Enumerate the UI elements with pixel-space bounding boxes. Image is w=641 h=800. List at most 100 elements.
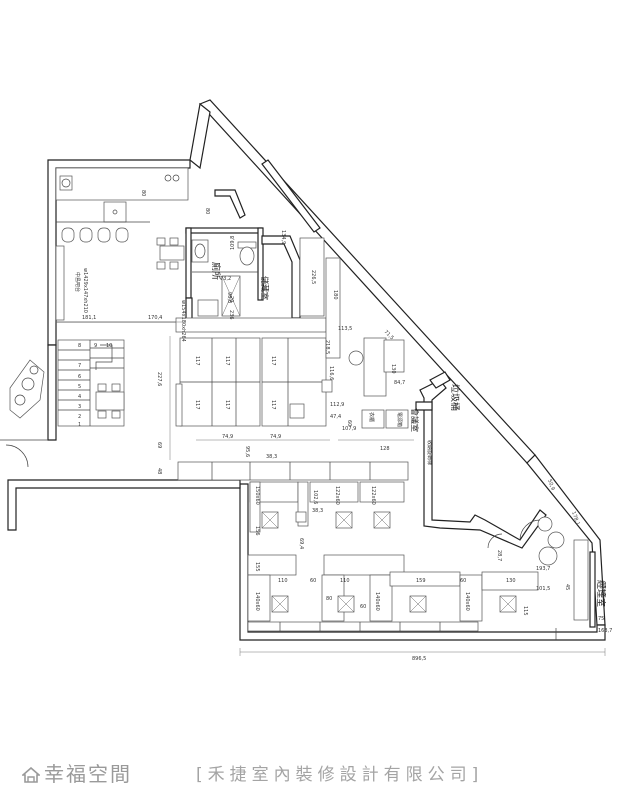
dim: 117	[270, 400, 276, 410]
dim: 47,4	[330, 414, 341, 420]
stair-num: 10	[106, 343, 112, 349]
desk	[481, 571, 539, 591]
chair-x	[373, 511, 391, 529]
wall-south	[239, 483, 606, 641]
dim: 38,3	[266, 454, 277, 460]
storage-area	[197, 237, 325, 317]
corridor-wall	[214, 189, 246, 219]
dim: 80	[140, 190, 146, 196]
dim: 170,4	[148, 315, 162, 321]
dim: 69,4	[298, 538, 304, 549]
dim: 115	[522, 606, 528, 616]
dim: 140x60	[464, 592, 470, 611]
door-swing	[487, 533, 503, 549]
chair	[321, 379, 333, 393]
cabinet-x	[221, 275, 241, 317]
desk	[309, 481, 359, 503]
plant	[547, 531, 565, 549]
chair	[156, 237, 166, 246]
dim: 134,9	[280, 230, 286, 244]
designer-credit: [禾捷室內裝修設計有限公司]	[196, 765, 484, 785]
label-cabinet-right: 衣櫃	[368, 412, 375, 422]
dining-table	[159, 245, 185, 261]
dim: 69	[156, 442, 162, 448]
stair-num: 2	[78, 414, 81, 420]
plant	[29, 365, 39, 375]
trash-wall	[429, 371, 451, 389]
desk	[359, 481, 405, 503]
stair-num: 4	[78, 394, 81, 400]
bottom-cabinet	[247, 621, 479, 632]
side-shelf	[175, 383, 183, 427]
label-bar-counter: 中島吧台	[74, 272, 81, 292]
manager-room	[487, 516, 589, 640]
door-swing	[519, 519, 541, 541]
desk	[363, 337, 387, 397]
plant	[14, 394, 26, 406]
dim: 159	[416, 578, 426, 584]
chair	[111, 383, 121, 392]
staircase: 8 9 10 7 6 5 4 3 2 1	[57, 339, 125, 428]
stool	[79, 227, 93, 243]
desk	[247, 554, 297, 576]
entry-door-swing	[5, 444, 29, 468]
dim: 112,9	[330, 402, 344, 408]
dim: 130	[390, 364, 396, 374]
dim: 178,1	[570, 511, 581, 527]
house-icon	[22, 767, 40, 783]
plant	[21, 377, 35, 391]
dim: 117	[194, 356, 200, 366]
dim: 60	[310, 578, 316, 584]
dim: 95,6	[244, 446, 250, 457]
file-cabinet	[385, 409, 409, 429]
chair	[111, 410, 121, 419]
dim: 155	[254, 562, 260, 572]
dim: 60	[346, 420, 352, 426]
desk-return	[247, 574, 271, 622]
dim: 102,6	[312, 490, 318, 504]
room-label-trash: 垃圾桶	[449, 384, 461, 411]
dim-overall-text: 896,5	[412, 656, 426, 662]
chair	[156, 261, 166, 270]
cabinet-strip	[175, 317, 327, 333]
dim: 84,7	[394, 380, 405, 386]
stove-burner	[61, 178, 71, 188]
dim: 150x60	[254, 486, 260, 505]
corridor-wall-2	[261, 159, 321, 233]
chair	[295, 511, 307, 523]
partition	[297, 481, 309, 527]
round-chair	[348, 350, 364, 366]
dim: 117	[194, 400, 200, 410]
dim: 45	[564, 584, 570, 590]
chair-x	[261, 511, 279, 529]
long-counter	[177, 461, 409, 481]
dimension-lines	[56, 321, 606, 656]
dim: 163,7	[598, 628, 612, 634]
dim: 193,7	[536, 566, 550, 572]
dim: 128	[380, 446, 390, 452]
manager-cabinet	[573, 539, 589, 621]
stair-num: 1	[78, 422, 81, 428]
lounge-table	[95, 391, 125, 411]
plant	[538, 546, 558, 566]
room-label-conference: 會議室	[410, 408, 420, 432]
chair-x	[335, 511, 353, 529]
chair	[97, 410, 107, 419]
stair-num: 8	[78, 343, 81, 349]
wall-diagonal-inner	[189, 102, 211, 170]
dim: 227,6	[156, 372, 162, 386]
restroom-wall-e	[257, 227, 264, 301]
chair	[97, 383, 107, 392]
pantry-counter	[55, 167, 189, 201]
toilet	[239, 246, 255, 266]
sink	[103, 201, 127, 223]
dim: 80	[326, 596, 332, 602]
restroom	[191, 239, 258, 273]
dim: 110	[340, 578, 350, 584]
dim: 101,5	[536, 586, 550, 592]
dim: 180	[332, 290, 338, 300]
dim: 107,9	[342, 426, 356, 432]
dim: 96,8	[226, 292, 232, 303]
stair-arrow	[95, 344, 113, 370]
dim: 110	[278, 578, 288, 584]
